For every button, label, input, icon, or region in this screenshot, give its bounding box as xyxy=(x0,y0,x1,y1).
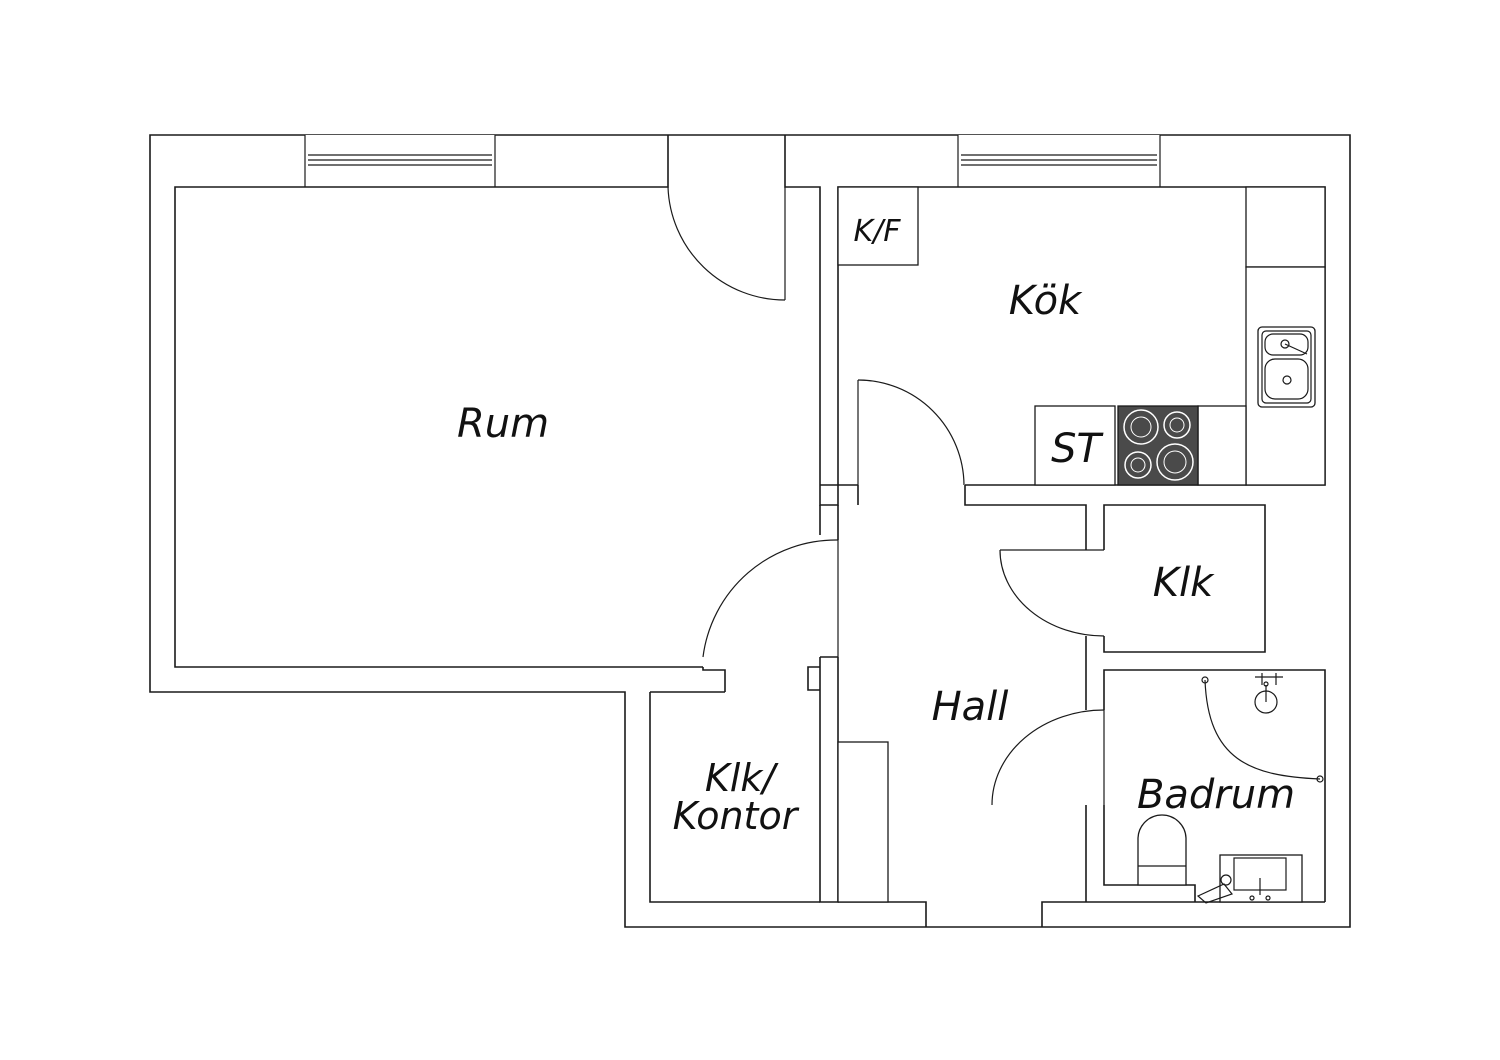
fridge-freezer xyxy=(837,186,919,266)
kok-klk-wall xyxy=(964,485,1266,692)
window-kok xyxy=(957,135,1161,187)
counter-bottom xyxy=(1197,405,1247,486)
klk-kontor-wall xyxy=(649,692,820,903)
hall-closet xyxy=(837,741,889,903)
room-label-kf: K/F xyxy=(853,214,901,249)
kitchen-sink-icon xyxy=(1257,326,1316,408)
room-label-klk-kontor-2: Kontor xyxy=(673,794,800,838)
hall-bottom-wall xyxy=(838,901,1325,927)
rum-hall-wall xyxy=(819,505,839,540)
room-label-rum: Rum xyxy=(457,401,549,447)
rum-hall-wall-lower xyxy=(807,656,839,903)
toilet-icon xyxy=(1137,814,1187,886)
room-label-klk-kontor-1: Klk/ xyxy=(705,756,779,800)
shower-icon xyxy=(1201,673,1324,783)
room-label-st: ST xyxy=(1051,426,1104,472)
kok-door-jamb xyxy=(838,484,859,505)
outer-wall xyxy=(149,134,1351,928)
entrance-door xyxy=(667,186,786,301)
badrum-door xyxy=(991,709,1105,806)
badrum-wall xyxy=(1085,669,1326,902)
bathroom-sink-icon xyxy=(1196,854,1303,904)
room-label-kok: Kök xyxy=(1009,278,1083,324)
rum-right-wall xyxy=(784,135,839,506)
kok-door xyxy=(857,379,965,486)
rum-door xyxy=(702,539,839,658)
stove-icon xyxy=(1117,405,1199,486)
dishwasher-cabinet xyxy=(1034,405,1116,486)
rum-wall xyxy=(174,135,726,692)
klk-door xyxy=(999,549,1105,637)
room-label-badrum: Badrum xyxy=(1137,772,1295,818)
counter-top xyxy=(1245,186,1326,268)
room-label-hall: Hall xyxy=(932,684,1009,730)
window-rum xyxy=(304,135,496,187)
room-label-klk: Klk xyxy=(1153,560,1215,606)
